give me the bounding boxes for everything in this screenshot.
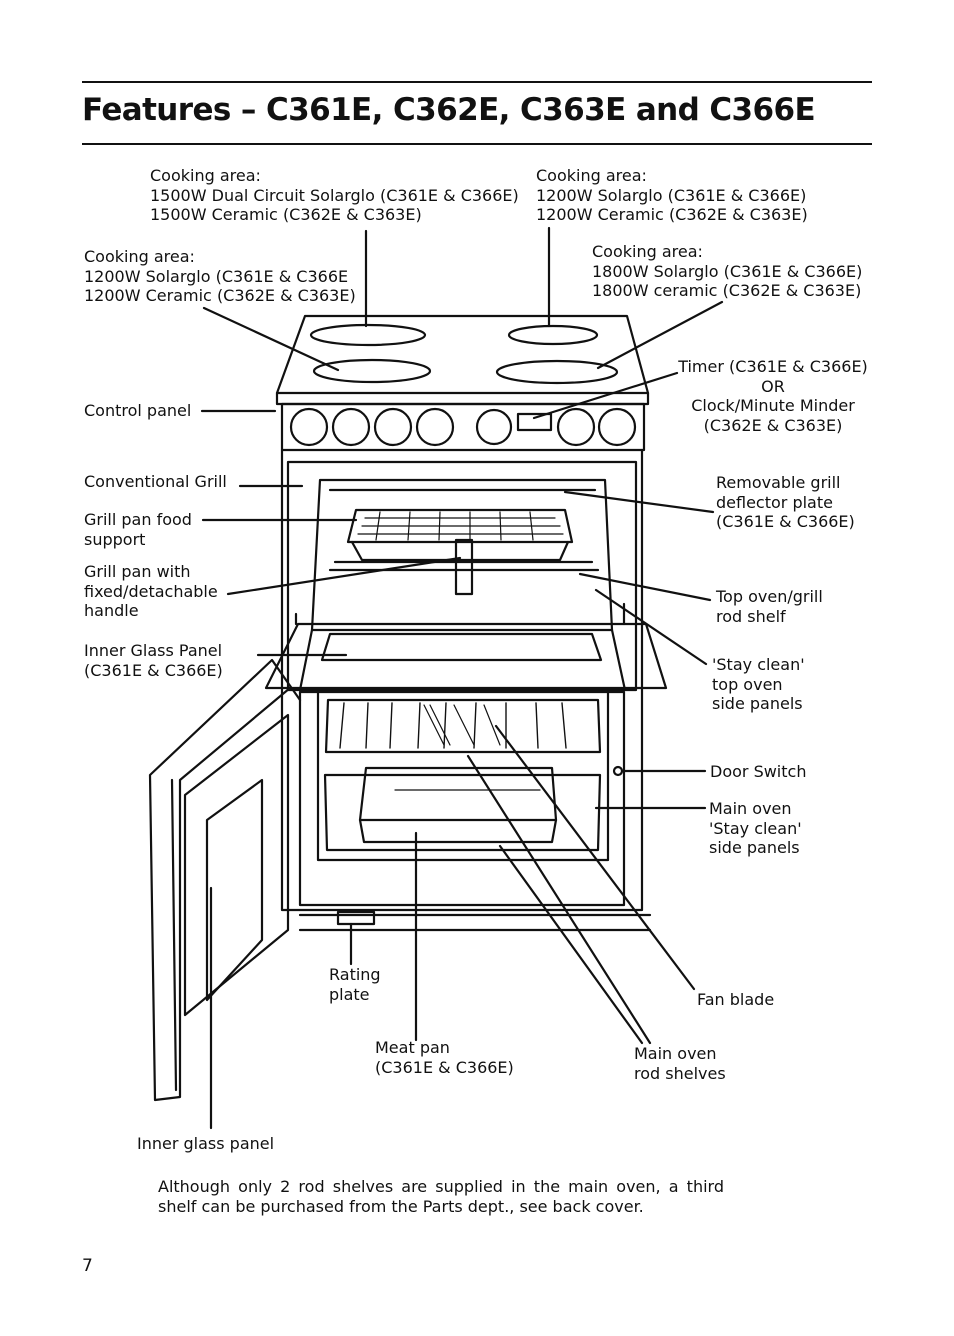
- label-cooking-area-rear-right: Cooking area: 1200W Solarglo (C361E & C3…: [536, 166, 808, 225]
- label-inner-glass-panel-door: Inner glass panel: [137, 1134, 275, 1153]
- label-control-panel: Control panel: [84, 401, 192, 420]
- label-rating-plate: Rating plate: [329, 965, 381, 1004]
- hotplate-front-right: [495, 359, 619, 385]
- door-switch: [612, 765, 624, 777]
- label-main-oven-rod-shelves: Main oven rod shelves: [634, 1044, 726, 1083]
- hotplate-front-left: [312, 358, 432, 384]
- label-conventional-grill: Conventional Grill: [84, 472, 227, 491]
- main-oven-door: [148, 658, 302, 1102]
- label-fan-blade: Fan blade: [697, 990, 775, 1009]
- timer-display: [516, 412, 553, 432]
- hotplate-rear-right: [507, 324, 599, 346]
- label-removable-grill-deflector: Removable grill deflector plate (C361E &…: [716, 473, 855, 532]
- label-door-switch: Door Switch: [710, 762, 807, 781]
- label-cooking-area-front-left: Cooking area: 1200W Solarglo (C361E & C3…: [84, 247, 356, 306]
- label-main-oven-stay-clean: Main oven 'Stay clean' side panels: [709, 799, 802, 858]
- inner-glass-panel: [320, 632, 603, 662]
- title-rule: [82, 143, 872, 145]
- page-title: Features – C361E, C362E, C363E and C366E: [82, 92, 816, 128]
- page-number: 7: [82, 1256, 93, 1276]
- door-glass: [205, 778, 264, 1002]
- label-timer: Timer (C361E & C366E) OR Clock/Minute Mi…: [678, 357, 868, 435]
- label-top-oven-rod-shelf: Top oven/grill rod shelf: [716, 587, 823, 626]
- grill-pan-handle: [454, 538, 474, 596]
- top-rule: [82, 81, 872, 83]
- label-grill-pan-handle: Grill pan with fixed/detachable handle: [84, 562, 218, 621]
- label-stay-clean-top: 'Stay clean' top oven side panels: [712, 655, 805, 714]
- footnote: Although only 2 rod shelves are supplied…: [158, 1177, 724, 1216]
- label-cooking-area-front-right: Cooking area: 1800W Solarglo (C361E & C3…: [592, 242, 863, 301]
- grill-pan: [346, 508, 574, 544]
- rating-plate: [336, 910, 376, 926]
- label-grill-pan-food-support: Grill pan food support: [84, 510, 192, 549]
- control-panel-box: [280, 402, 646, 452]
- label-inner-glass-panel-top: Inner Glass Panel (C361E & C366E): [84, 641, 223, 680]
- label-meat-pan: Meat pan (C361E & C366E): [375, 1038, 514, 1077]
- hotplate-rear-left: [309, 323, 427, 347]
- label-cooking-area-rear-left: Cooking area: 1500W Dual Circuit Solargl…: [150, 166, 519, 225]
